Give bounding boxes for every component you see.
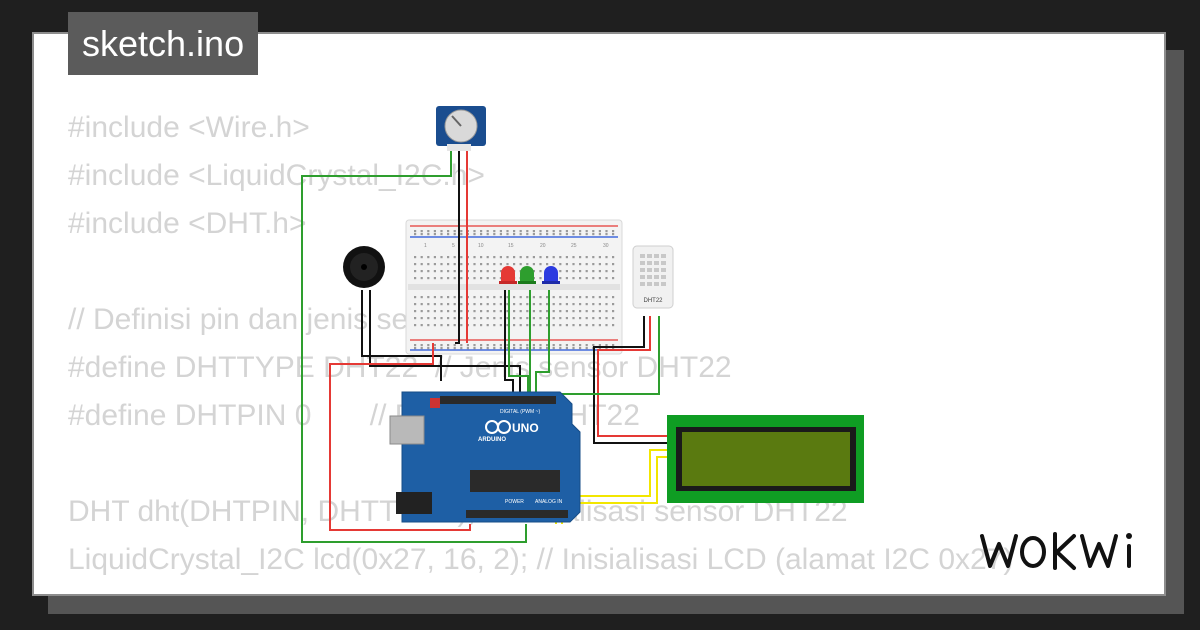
wokwi-logo [980,532,1132,570]
arduino-brand-label: ARDUINO [478,437,506,443]
code-line: #include <DHT.h> [68,207,307,240]
breadboard-holes [414,230,615,350]
dht22-vents [640,254,666,286]
code-line: #define DHTTYPE DHT22 // Jenis sensor DH… [68,351,732,384]
buzzer [343,246,385,288]
dht22-sensor: DHT22 [632,245,674,309]
code-line: #include <Wire.h> [68,111,310,144]
breadboard: 1 5 10 15 20 25 30 [405,219,623,355]
power-pins-label: POWER [505,499,524,505]
arduino-uno: UNO ARDUINO DIGITAL (PWM ~) POWER ANALOG… [389,391,581,523]
bb-num: 1 [424,243,427,249]
digital-pins-label: DIGITAL (PWM ~) [500,409,540,415]
bb-num: 15 [508,243,514,249]
bb-num: 5 [452,243,455,249]
bb-num: 10 [478,243,484,249]
led-red [499,266,517,284]
bb-num: 20 [540,243,546,249]
led-blue [542,266,560,284]
potentiometer [436,106,486,151]
arduino-model-label: UNO [512,421,539,435]
sketch-filename: sketch.ino [68,12,259,75]
code-line: LiquidCrystal_I2C lcd(0x27, 16, 2); // I… [68,543,1014,576]
led-green [518,266,536,284]
dht22-label: DHT22 [643,298,663,304]
analog-pins-label: ANALOG IN [535,499,563,505]
bb-num: 30 [603,243,609,249]
wires [301,150,667,543]
lcd-display [667,415,864,503]
bb-num: 25 [571,243,577,249]
